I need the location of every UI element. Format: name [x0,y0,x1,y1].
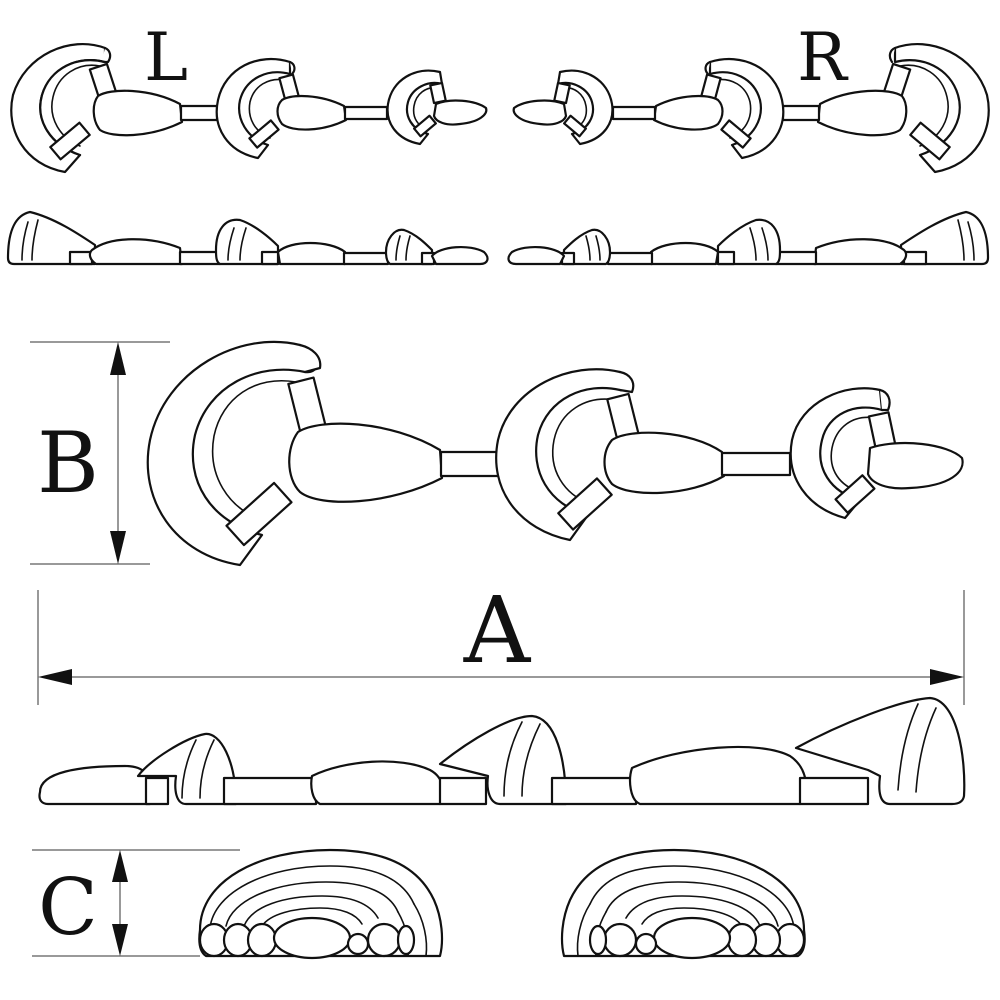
large-top-view [146,340,964,567]
left-side-view [6,210,489,266]
dimension-a [37,590,965,705]
front-view-left [198,848,444,960]
dimension-c [32,849,240,957]
front-view-right [560,848,806,960]
label-width: A [463,577,532,684]
right-top-view [512,43,990,174]
label-left: L [144,19,188,96]
dimension-b [30,341,170,565]
label-thickness: C [38,863,98,953]
label-right: R [797,19,849,96]
right-side-view [507,210,990,266]
label-height: B [37,414,99,512]
left-top-view [10,43,488,174]
large-side-view [38,696,966,806]
